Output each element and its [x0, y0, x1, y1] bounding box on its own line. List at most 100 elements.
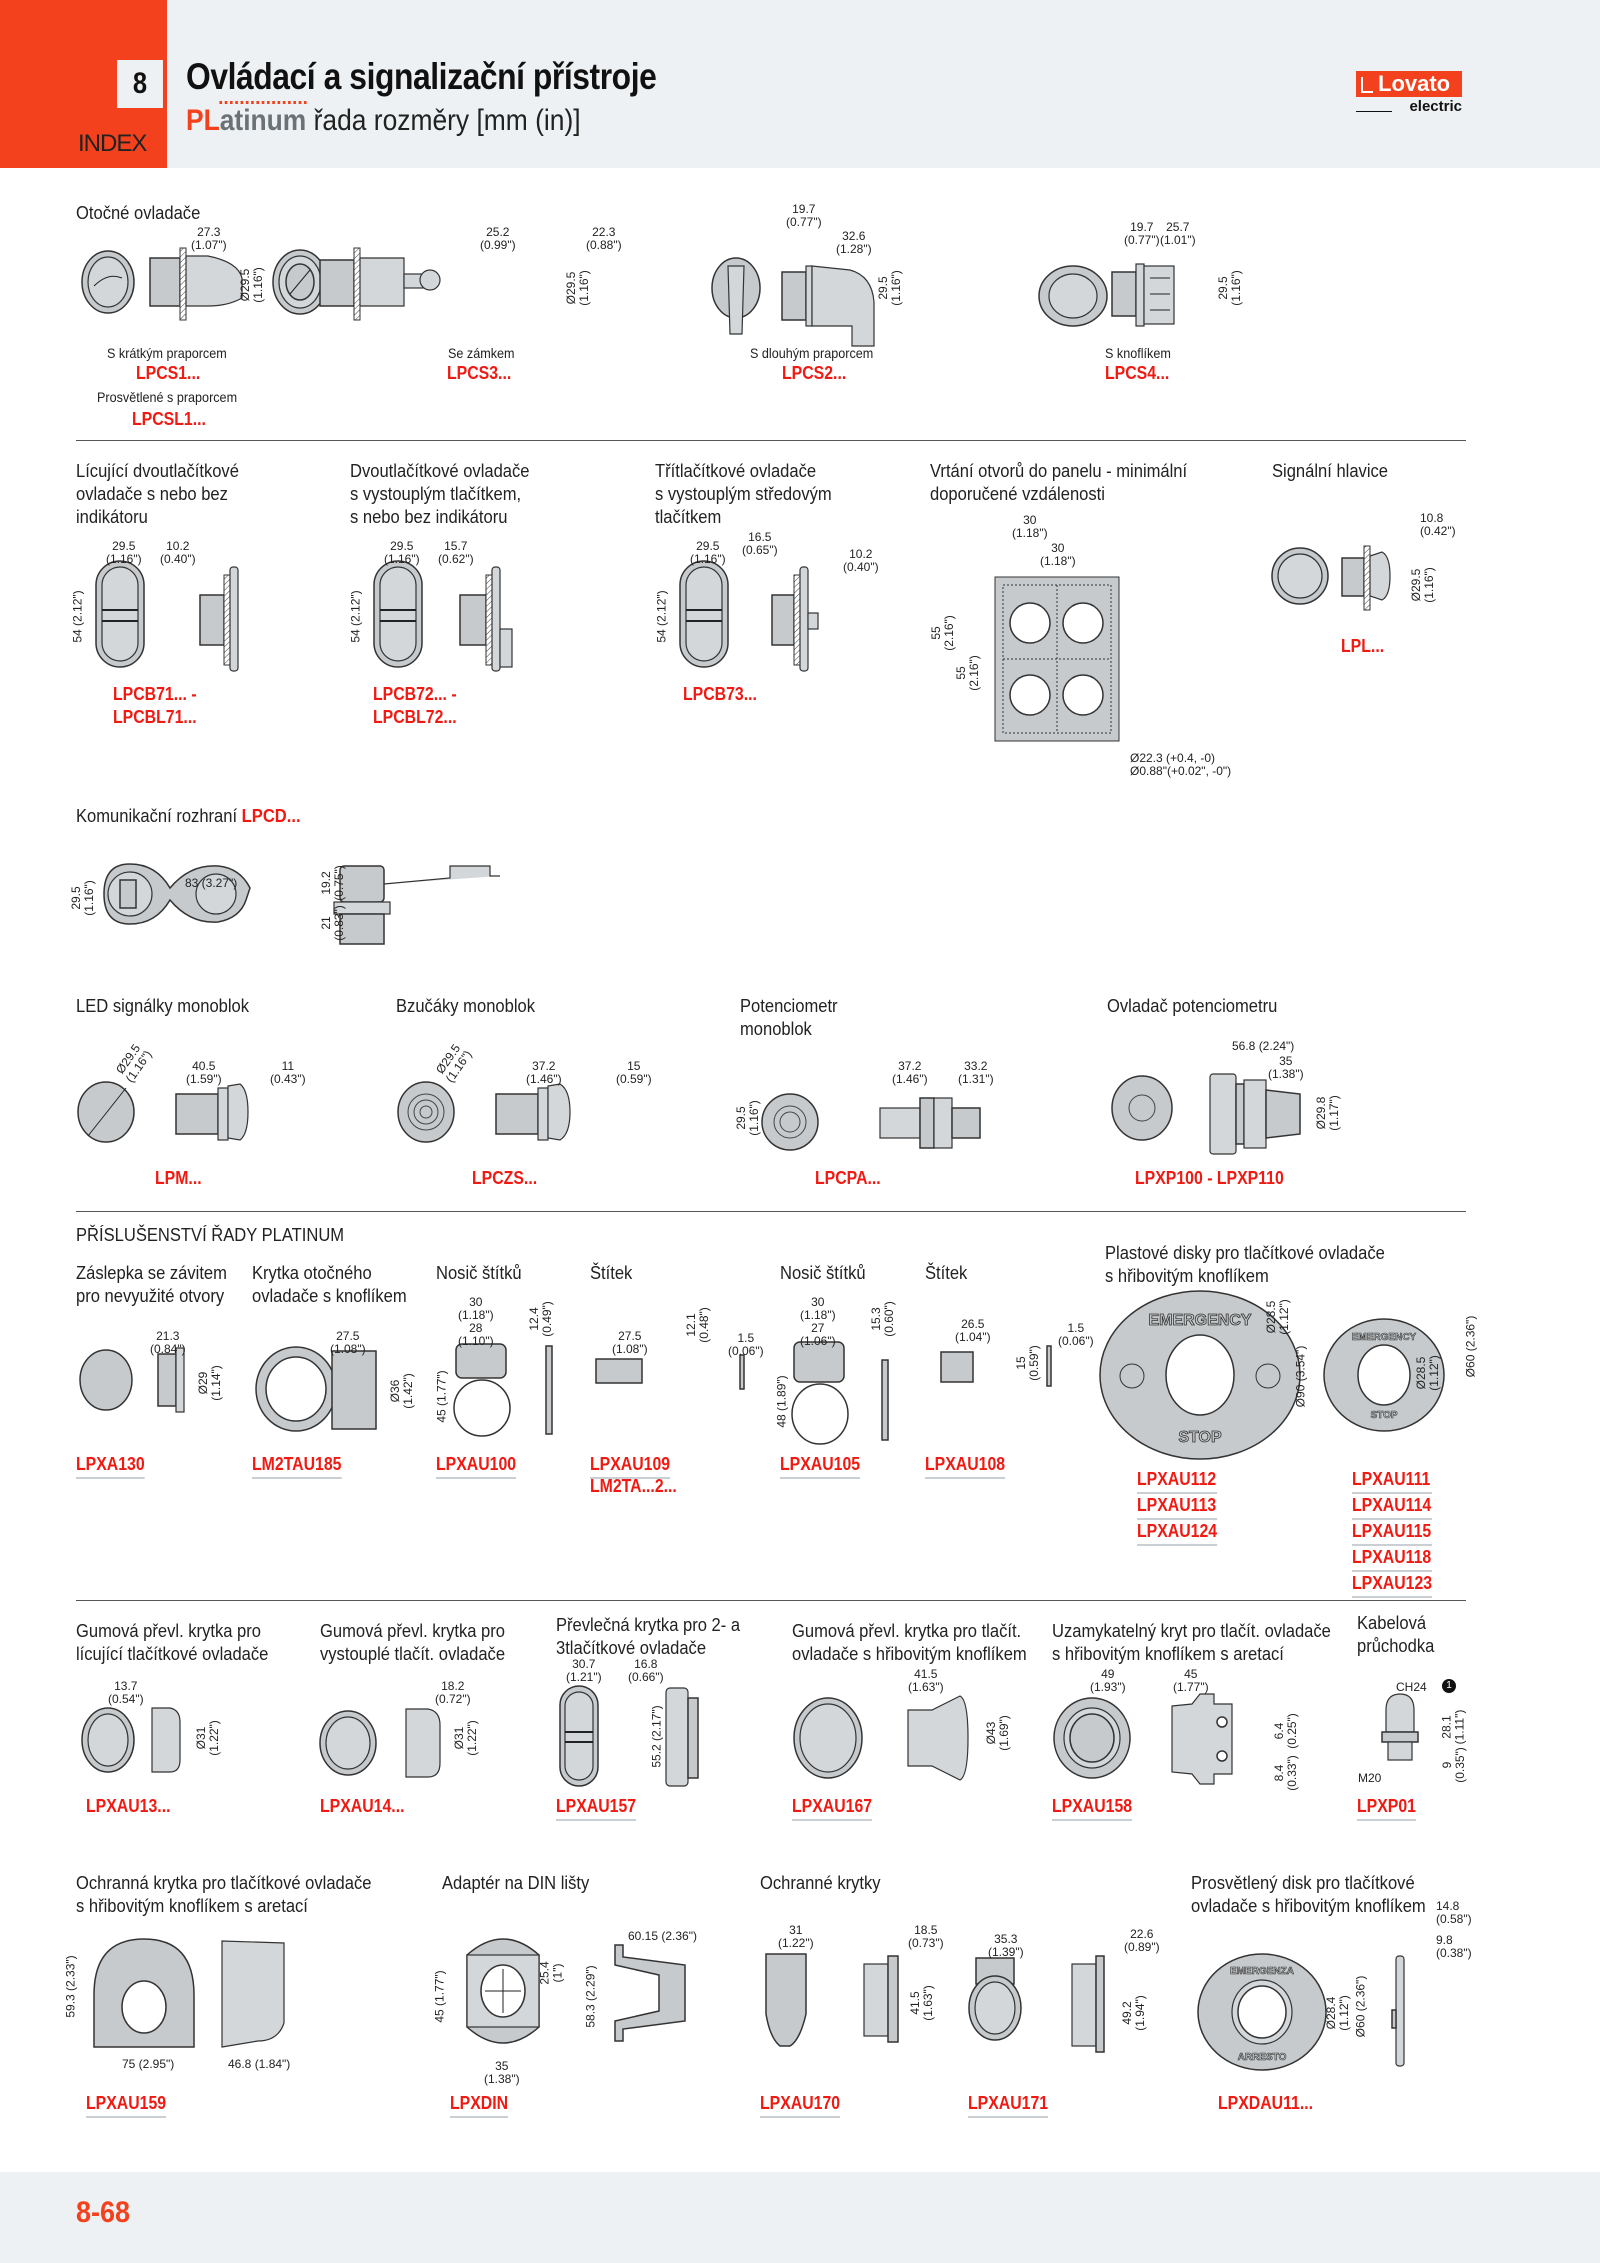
product-code[interactable]: LPXAU111 — [1352, 1468, 1433, 1494]
product-code[interactable]: LPXAU100 — [436, 1453, 517, 1479]
product-code[interactable]: LPCB71... - — [113, 684, 197, 704]
product-code[interactable]: LPXA130 — [76, 1453, 145, 1479]
product-code[interactable]: LPXAU109 — [590, 1453, 671, 1479]
dim: 22.6(0.89") — [1124, 1927, 1160, 1954]
pot-operator-drawing — [1111, 1073, 1301, 1155]
dim: Ø28.4(1.12") — [1323, 1995, 1351, 2031]
product-code[interactable]: LPCZS... — [472, 1168, 538, 1188]
dim: CH24 — [1396, 1680, 1427, 1694]
buzzer-drawing — [397, 1081, 571, 1143]
dim: 40.5(1.59") — [186, 1059, 222, 1086]
product-code[interactable]: LPXAU113 — [1137, 1494, 1218, 1520]
dim: 60.15 (2.36") — [628, 1929, 697, 1943]
dim: 12.4(0.49") — [526, 1301, 554, 1337]
product-code[interactable]: LPXAU157 — [556, 1795, 637, 1821]
product-code[interactable]: LPCD... — [241, 806, 301, 826]
dim: 75 (2.95") — [122, 2057, 175, 2071]
section-divider — [76, 1211, 1466, 1212]
dim: 58.3 (2.29") — [583, 1965, 598, 2028]
dim: 55(2.16") — [953, 655, 981, 691]
product-code[interactable]: LM2TAU185 — [252, 1453, 342, 1479]
product-code[interactable]: LPL... — [1341, 636, 1385, 656]
product-code[interactable]: LPXAU108 — [925, 1453, 1006, 1479]
dim: 9.8(0.38") — [1436, 1933, 1472, 1960]
product-code[interactable]: LPXP01 — [1357, 1795, 1417, 1821]
product-code[interactable]: LPCPA... — [815, 1168, 881, 1188]
product-code[interactable]: LPXAU14... — [320, 1796, 405, 1816]
dim: 19.2(0.75") — [318, 865, 346, 901]
logo-sub: electric — [1356, 98, 1462, 115]
dim: Ø29.5(1.16") — [1408, 567, 1436, 603]
product-code[interactable]: LPCBL72... — [373, 707, 457, 727]
product-code[interactable]: LPCS2... — [782, 363, 847, 383]
accessory-title: Ochranné krytky — [760, 1873, 881, 1893]
product-code[interactable]: LPXDIN — [450, 2092, 509, 2118]
product-code[interactable]: LPXAU105 — [780, 1453, 861, 1479]
code-list: LPXAU111 LPXAU114 LPXAU115 LPXAU118 LPXA… — [1352, 1468, 1443, 1598]
monoblock-title: Bzučáky monoblok — [396, 996, 535, 1016]
product-code[interactable]: LPXAU114 — [1352, 1494, 1433, 1520]
product-code[interactable]: LPXAU170 — [760, 2092, 841, 2118]
dim: 11(0.43") — [270, 1059, 306, 1086]
rotary-knob-front — [1038, 265, 1108, 327]
product-code[interactable]: LPXAU158 — [1052, 1795, 1133, 1821]
panel-drilling-drawing — [994, 576, 1120, 742]
dim: 27.3(1.07") — [191, 225, 227, 252]
rotary-long-front — [711, 257, 761, 335]
label-holder-drawing — [453, 1343, 553, 1437]
dim: 31(1.22") — [778, 1923, 814, 1950]
product-code[interactable]: LPCS4... — [1105, 363, 1170, 383]
dim: 12.1(0.48") — [683, 1307, 711, 1343]
product-code[interactable]: LPXAU13... — [86, 1796, 171, 1816]
product-code[interactable]: LPCB72... - — [373, 684, 457, 704]
label-holder-large-drawing — [791, 1341, 889, 1445]
dim: 18.5(0.73") — [908, 1923, 944, 1950]
product-code[interactable]: LPXAU112 — [1137, 1468, 1218, 1494]
product-code[interactable]: LPXAU124 — [1137, 1520, 1218, 1546]
caption: S krátkým praporcem — [107, 345, 227, 361]
index-link[interactable]: INDEX — [78, 130, 147, 157]
product-code[interactable]: LPCS1... — [136, 363, 201, 383]
section-divider — [76, 1600, 1466, 1601]
product-code[interactable]: LPXAU171 — [968, 2092, 1049, 2118]
product-code[interactable]: LPCB73... — [683, 684, 757, 704]
rotary-key-front — [272, 249, 328, 315]
product-code[interactable]: LPXAU118 — [1352, 1546, 1433, 1572]
product-code[interactable]: LPCS3... — [447, 363, 512, 383]
dim: 54 (2.12") — [70, 590, 85, 643]
dim: 29.5(1.16") — [733, 1100, 761, 1136]
product-code[interactable]: LPXDAU11... — [1218, 2093, 1314, 2113]
product-code[interactable]: LPCSL1... — [132, 409, 206, 429]
signal-head-drawing — [1271, 545, 1391, 611]
chapter-number: 8 — [117, 60, 163, 108]
dim: 30(1.18") — [1040, 541, 1076, 568]
label-small-drawing — [940, 1345, 1052, 1387]
product-code[interactable]: LPXAU167 — [792, 1795, 873, 1821]
product-code[interactable]: LPCBL71... — [113, 707, 197, 727]
dim: 46.8 (1.84") — [228, 2057, 291, 2071]
product-code[interactable]: LM2TA...2... — [590, 1476, 677, 1496]
product-code[interactable]: LPXAU159 — [86, 2092, 167, 2118]
product-code[interactable]: LPM... — [155, 1168, 202, 1188]
disc-text-bottom: STOP — [1370, 1410, 1397, 1421]
product-code[interactable]: LPXAU115 — [1352, 1520, 1433, 1546]
disc-text-top: EMERGENCY — [1352, 1332, 1417, 1343]
blanking-plug-drawing — [79, 1347, 185, 1413]
product-code[interactable]: LPXP100 - LPXP110 — [1135, 1168, 1284, 1188]
accessory-title: Nosič štítků — [436, 1263, 522, 1283]
dim: 19.7(0.77") — [1124, 220, 1160, 247]
product-code[interactable]: LPXAU123 — [1352, 1572, 1433, 1598]
rotary-title: Otočné ovladače — [76, 203, 201, 223]
dim: 29.5(1.16") — [690, 539, 726, 566]
dim: 48 (1.89") — [774, 1375, 789, 1428]
page-subtitle: PLatinum řada rozměry [mm (in)] — [186, 101, 581, 138]
dim: 83 (3.27") — [185, 876, 238, 890]
dim: 37.2(1.46") — [892, 1059, 928, 1086]
accessory-title: Nosič štítků — [780, 1263, 866, 1283]
page-footer — [0, 2172, 1600, 2263]
